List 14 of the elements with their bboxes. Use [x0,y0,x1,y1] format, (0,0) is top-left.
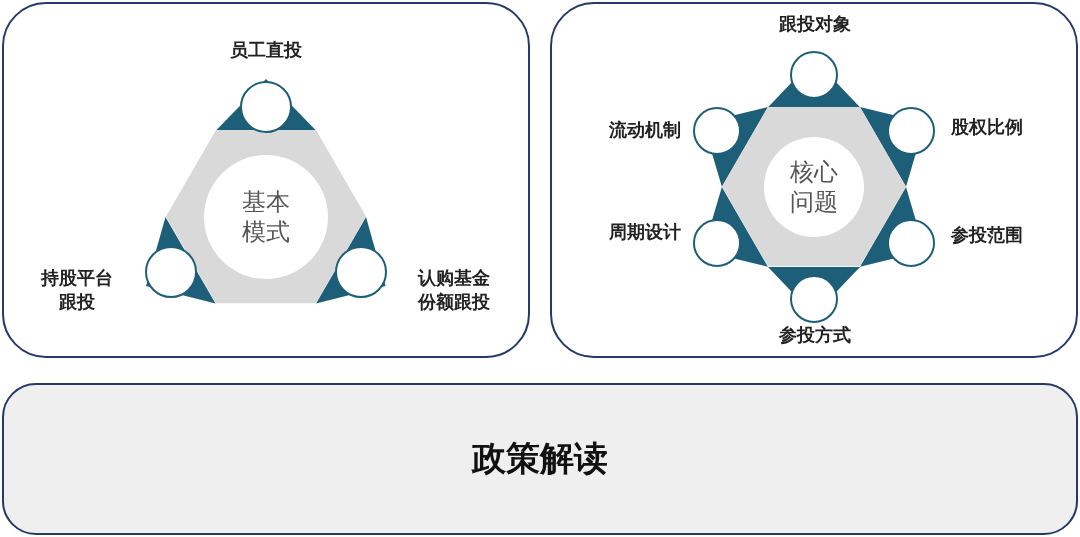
node-label: 跟投对象 [778,13,852,36]
panel-frame [2,2,530,358]
hub-label: 核心问题 [789,157,839,217]
hub-label: 基本模式 [241,187,291,247]
node-label: 员工直投 [229,39,303,62]
node-label: 周期设计 [608,221,682,244]
policy-panel: 政策解读 [2,383,1078,535]
node-label: 持股平台跟投 [40,267,114,314]
node-label: 认购基金份额跟投 [416,267,491,314]
node-label: 股权比例 [950,116,1024,139]
node-label: 流动机制 [608,119,682,142]
panel-frame [550,2,1078,358]
node-label: 参投方式 [778,324,852,347]
node-label: 参投范围 [950,224,1024,247]
